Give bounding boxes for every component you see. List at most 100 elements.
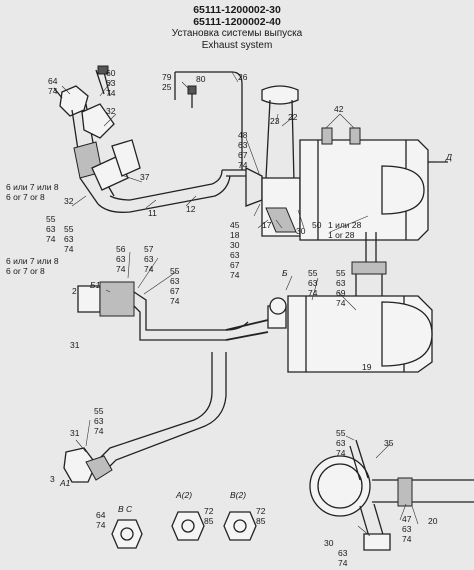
label-22: 22: [288, 112, 298, 122]
label-view-vc: B C: [118, 504, 133, 514]
label-74: 74: [338, 558, 348, 568]
label-17: 17: [262, 220, 272, 230]
label-74-right: 74: [64, 244, 74, 254]
label-74: 74: [96, 520, 106, 530]
label-69: 69: [336, 288, 346, 298]
leader-lines: [61, 71, 448, 537]
label-37: 37: [140, 172, 150, 182]
label-57: 57: [144, 244, 154, 254]
label-63: 63: [46, 224, 56, 234]
label-25: 25: [162, 82, 172, 92]
label-42: 42: [334, 104, 344, 114]
label-31: 31: [70, 340, 80, 350]
label-20: 20: [428, 516, 438, 526]
label-30: 30: [324, 538, 334, 548]
upper-muffler-assembly: [261, 85, 448, 262]
label-74: 74: [144, 264, 154, 274]
label-74: 74: [402, 534, 412, 544]
label-60: 60: [106, 68, 116, 78]
label-64: 64: [96, 510, 106, 520]
label-63: 63: [336, 438, 346, 448]
lower-right-tee: [309, 439, 474, 551]
label-85: 85: [256, 516, 266, 526]
label-55: 55: [170, 266, 180, 276]
label-63: 63: [170, 276, 180, 286]
label-63: 63: [94, 416, 104, 426]
label-55: 55: [336, 268, 346, 278]
label-1-or-28-ru: 1 или 28: [328, 220, 362, 230]
label-74: 74: [106, 88, 116, 98]
label-55-right: 55: [64, 224, 74, 234]
title-russian: Установка системы выпуска: [171, 28, 303, 39]
label-67: 67: [238, 150, 248, 160]
label-19: 19: [362, 362, 372, 372]
label-26: 26: [238, 72, 248, 82]
label-74: 74: [308, 288, 318, 298]
label-55: 55: [336, 428, 346, 438]
title-english: Exhaust system: [201, 40, 273, 51]
diagram-title-block: 65111-1200002-30 65111-1200002-40 Устано…: [0, 4, 474, 52]
label-50: 50: [312, 220, 322, 230]
label-55: 55: [308, 268, 318, 278]
label-74: 74: [230, 270, 240, 280]
label-63: 63: [144, 254, 154, 264]
label-variant-en: 6 or 7 or 8: [6, 192, 45, 202]
label-45: 45: [230, 220, 240, 230]
label-63: 63: [402, 524, 412, 534]
label-72: 72: [256, 506, 266, 516]
detail-views: [111, 511, 257, 549]
label-74: 74: [46, 234, 56, 244]
label-79: 79: [162, 72, 172, 82]
label-11: 11: [148, 208, 157, 218]
label-1-or-28-en: 1 or 28: [328, 230, 355, 240]
lower-muffler: [287, 261, 433, 373]
label-74: 74: [336, 298, 346, 308]
label-30: 30: [230, 240, 240, 250]
label-63: 63: [336, 278, 346, 288]
label-63: 63: [116, 254, 126, 264]
label-view-b1: Б1: [90, 280, 101, 290]
label-67: 67: [230, 260, 240, 270]
label-67: 67: [170, 286, 180, 296]
label-47: 47: [402, 514, 412, 524]
label-30: 30: [296, 226, 306, 236]
label-view-a2: A(2): [175, 490, 192, 500]
label-74: 74: [170, 296, 180, 306]
label-74: 74: [238, 160, 248, 170]
part-number-1: 65111-1200002-30: [193, 4, 281, 16]
label-3: 3: [50, 474, 55, 484]
label-18: 18: [230, 230, 240, 240]
label-31: 31: [70, 428, 80, 438]
label-2: 2: [72, 286, 77, 296]
label-80: 80: [196, 74, 206, 84]
label-23: 23: [270, 116, 280, 126]
lower-downpipe: [63, 352, 227, 483]
label-74: 74: [48, 86, 58, 96]
label-74: 74: [94, 426, 104, 436]
upper-left-turbo-assembly: [53, 65, 141, 205]
label-63-right: 63: [64, 234, 74, 244]
label-view-b: Б: [282, 268, 288, 278]
label-63: 63: [338, 548, 348, 558]
label-variant-en-2: 6 or 7 or 8: [6, 266, 45, 276]
label-56: 56: [116, 244, 126, 254]
label-63: 63: [106, 78, 116, 88]
part-number-2: 65111-1200002-40: [193, 16, 281, 28]
label-74: 74: [336, 448, 346, 458]
label-74: 74: [116, 264, 126, 274]
label-85: 85: [204, 516, 214, 526]
label-35: 35: [384, 438, 394, 448]
label-64: 64: [48, 76, 58, 86]
label-32: 32: [106, 106, 116, 116]
label-63: 63: [308, 278, 318, 288]
label-view-b2: B(2): [230, 490, 246, 500]
label-63: 63: [238, 140, 248, 150]
label-55: 55: [46, 214, 56, 224]
label-48: 48: [238, 130, 248, 140]
label-55: 55: [94, 406, 104, 416]
label-72: 72: [204, 506, 214, 516]
label-view-a1: A1: [59, 478, 71, 488]
label-variant-ru: 6 или 7 или 8: [6, 182, 59, 192]
callout-labels: 64 74 60 63 74 32 79 25 80 26 23 22 42 Д…: [6, 68, 452, 568]
